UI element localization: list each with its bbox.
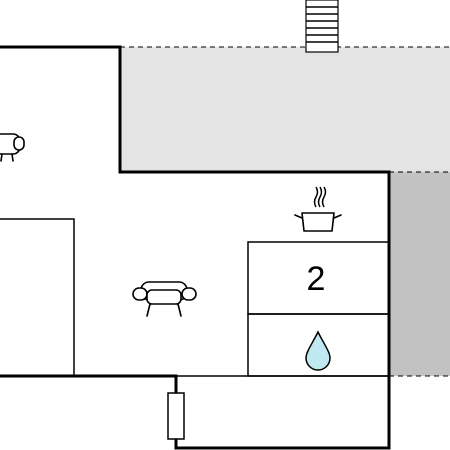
left-room-wall — [0, 218, 75, 376]
cooking-pot-icon — [294, 186, 342, 232]
sofa-icon — [132, 281, 197, 317]
balcony-area — [389, 172, 450, 376]
terrace-area — [120, 47, 450, 172]
armchair-icon — [0, 133, 25, 162]
radiator-icon — [167, 392, 185, 440]
stairs-icon — [305, 0, 339, 53]
water-drop-icon — [305, 330, 331, 371]
room-2-label: 2 — [307, 260, 326, 298]
